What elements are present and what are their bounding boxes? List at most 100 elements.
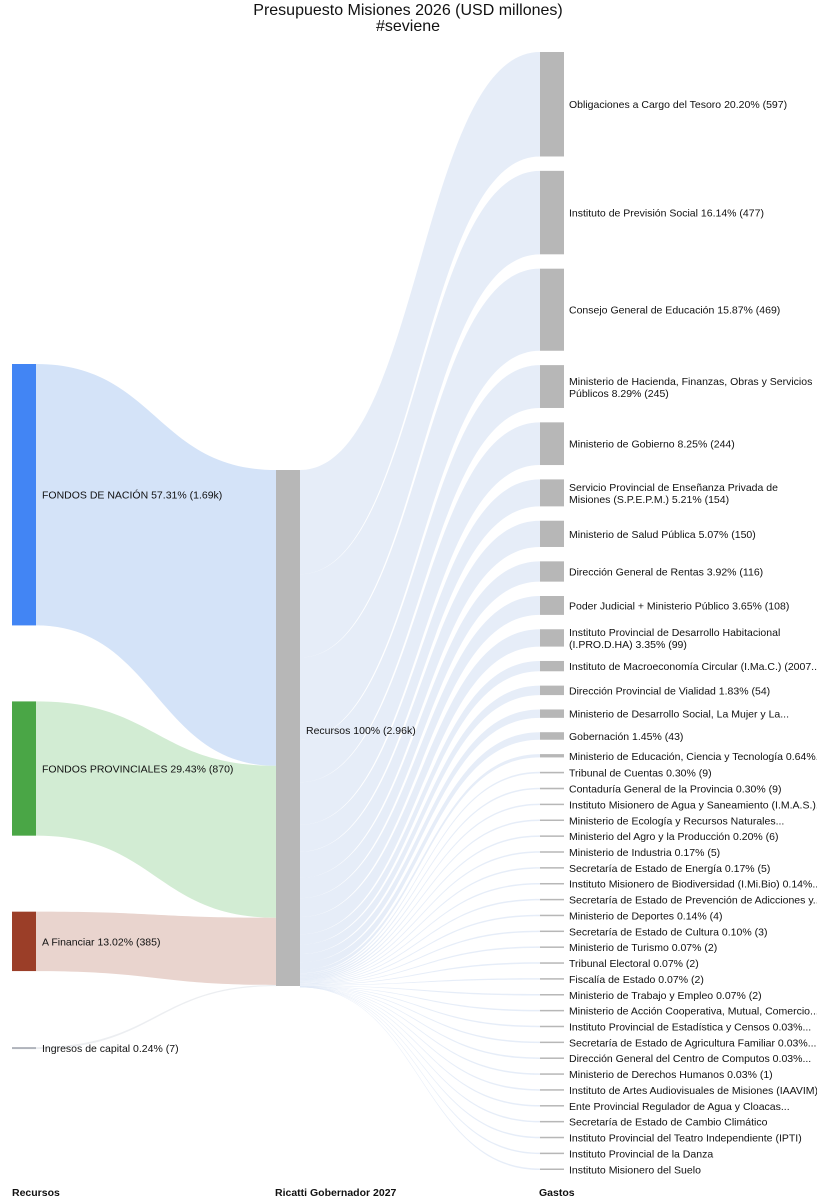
target-node-31 bbox=[540, 1025, 564, 1028]
column-label-2: Gastos bbox=[539, 1187, 575, 1199]
target-label-40: Instituto Misionero del Suelo bbox=[569, 1164, 701, 1176]
source-node-2 bbox=[12, 911, 36, 972]
flow-target-29 bbox=[300, 985, 540, 996]
target-node-32 bbox=[540, 1041, 564, 1044]
flow-source-3 bbox=[36, 984, 276, 1050]
target-node-7 bbox=[540, 561, 564, 582]
target-label-24: Ministerio de Deportes 0.14% (4) bbox=[569, 910, 723, 922]
target-label-34: Ministerio de Derechos Humanos 0.03% (1) bbox=[569, 1069, 773, 1081]
center-label: Recursos 100% (2.96k) bbox=[306, 725, 416, 737]
target-node-18 bbox=[540, 819, 564, 822]
target-label-20: Ministerio de Industria 0.17% (5) bbox=[569, 847, 720, 859]
flow-target-19 bbox=[300, 835, 540, 981]
flow-target-18 bbox=[300, 819, 540, 980]
target-node-20 bbox=[540, 851, 564, 853]
labels-layer: Presupuesto Misiones 2026 (USD millones)… bbox=[12, 2, 817, 1199]
target-label-27: Tribunal Electoral 0.07% (2) bbox=[569, 958, 699, 970]
target-node-39 bbox=[540, 1152, 564, 1155]
flows-layer bbox=[36, 52, 540, 1170]
target-node-0 bbox=[540, 52, 564, 157]
source-label-2: A Financiar 13.02% (385) bbox=[42, 936, 160, 948]
flow-target-34 bbox=[300, 986, 540, 1075]
center-node bbox=[276, 470, 300, 986]
target-node-2 bbox=[540, 268, 564, 351]
flow-target-24 bbox=[300, 914, 540, 984]
flow-target-0 bbox=[300, 52, 540, 575]
target-label-22: Instituto Misionero de Biodiversidad (I.… bbox=[569, 879, 817, 891]
flow-target-13 bbox=[300, 732, 540, 970]
flow-target-11 bbox=[300, 685, 540, 955]
target-node-22 bbox=[540, 882, 564, 885]
chart-title: Presupuesto Misiones 2026 (USD millones) bbox=[253, 2, 562, 19]
flow-target-38 bbox=[300, 986, 540, 1139]
source-label-0: FONDOS DE NACIÓN 57.31% (1.69k) bbox=[42, 489, 222, 502]
target-node-30 bbox=[540, 1009, 564, 1012]
target-label-14: Ministerio de Educación, Ciencia y Tecno… bbox=[569, 751, 817, 763]
source-node-3 bbox=[12, 1047, 36, 1050]
flow-target-14 bbox=[300, 754, 540, 974]
target-node-5 bbox=[540, 479, 564, 507]
target-label-32: Secretaría de Estado de Agricultura Fami… bbox=[569, 1037, 816, 1049]
target-node-10 bbox=[540, 660, 564, 672]
target-label-12: Ministerio de Desarrollo Social, La Muje… bbox=[569, 709, 789, 721]
target-label-31: Instituto Provincial de Estadística y Ce… bbox=[569, 1021, 811, 1033]
target-node-34 bbox=[540, 1073, 564, 1075]
target-node-23 bbox=[540, 898, 564, 901]
target-label-10: Instituto de Macroeconomía Circular (I.M… bbox=[569, 661, 817, 673]
flow-target-36 bbox=[300, 986, 540, 1107]
target-label-21: Secretaría de Estado de Energía 0.17% (5… bbox=[569, 863, 770, 875]
target-label-16: Contaduría General de la Provincia 0.30%… bbox=[569, 784, 781, 796]
flow-target-31 bbox=[300, 986, 540, 1028]
target-node-13 bbox=[540, 732, 564, 740]
target-label-0: Obligaciones a Cargo del Tesoro 20.20% (… bbox=[569, 99, 787, 111]
target-node-33 bbox=[540, 1057, 564, 1059]
target-node-1 bbox=[540, 170, 564, 255]
target-node-35 bbox=[540, 1089, 564, 1091]
flow-target-12 bbox=[300, 709, 540, 963]
target-label-18: Ministerio de Ecología y Recursos Natura… bbox=[569, 815, 784, 827]
target-label-19: Ministerio del Agro y la Producción 0.20… bbox=[569, 831, 779, 843]
target-label-36: Ente Provincial Regulador de Agua y Cloa… bbox=[569, 1101, 790, 1113]
target-node-16 bbox=[540, 787, 564, 790]
target-node-6 bbox=[540, 520, 564, 547]
flow-target-23 bbox=[300, 898, 540, 984]
target-label-33: Dirección General del Centro de Computos… bbox=[569, 1053, 811, 1065]
flow-target-15 bbox=[300, 771, 540, 975]
target-node-11 bbox=[540, 685, 564, 696]
target-label-29: Ministerio de Trabajo y Empleo 0.07% (2) bbox=[569, 990, 762, 1002]
target-node-25 bbox=[540, 930, 564, 933]
flow-target-5 bbox=[300, 479, 540, 852]
target-node-3 bbox=[540, 365, 564, 408]
target-label-2: Consejo General de Educación 15.87% (469… bbox=[569, 305, 780, 317]
flow-target-33 bbox=[300, 986, 540, 1059]
source-label-3: Ingresos de capital 0.24% (7) bbox=[42, 1043, 179, 1055]
flow-target-39 bbox=[300, 986, 540, 1155]
flow-target-17 bbox=[300, 803, 540, 978]
flow-target-32 bbox=[300, 986, 540, 1044]
column-label-0: Recursos bbox=[12, 1187, 60, 1199]
flow-target-25 bbox=[300, 930, 540, 985]
source-node-1 bbox=[12, 701, 36, 836]
target-node-29 bbox=[540, 994, 564, 996]
flow-target-35 bbox=[300, 986, 540, 1091]
target-label-4: Ministerio de Gobierno 8.25% (244) bbox=[569, 439, 735, 451]
flow-target-22 bbox=[300, 882, 540, 983]
target-node-19 bbox=[540, 835, 564, 837]
target-node-24 bbox=[540, 914, 564, 917]
nodes-layer bbox=[12, 52, 564, 1170]
target-label-38: Instituto Provincial del Teatro Independ… bbox=[569, 1133, 802, 1145]
target-label-7: Dirección General de Rentas 3.92% (116) bbox=[569, 566, 763, 578]
flow-target-8 bbox=[300, 596, 540, 918]
target-label-5: Servicio Provincial de Enseñanza Privada… bbox=[569, 482, 778, 506]
source-label-1: FONDOS PROVINCIALES 29.43% (870) bbox=[42, 764, 233, 776]
flow-target-37 bbox=[300, 986, 540, 1123]
target-label-3: Ministerio de Hacienda, Finanzas, Obras … bbox=[569, 376, 812, 400]
flow-target-3 bbox=[300, 365, 540, 783]
flow-target-40 bbox=[300, 987, 540, 1170]
target-node-15 bbox=[540, 771, 564, 774]
target-node-38 bbox=[540, 1136, 564, 1139]
target-node-40 bbox=[540, 1168, 564, 1170]
target-label-1: Instituto de Previsión Social 16.14% (47… bbox=[569, 208, 764, 220]
flow-target-21 bbox=[300, 867, 540, 982]
target-label-17: Instituto Misionero de Agua y Saneamient… bbox=[569, 799, 817, 811]
